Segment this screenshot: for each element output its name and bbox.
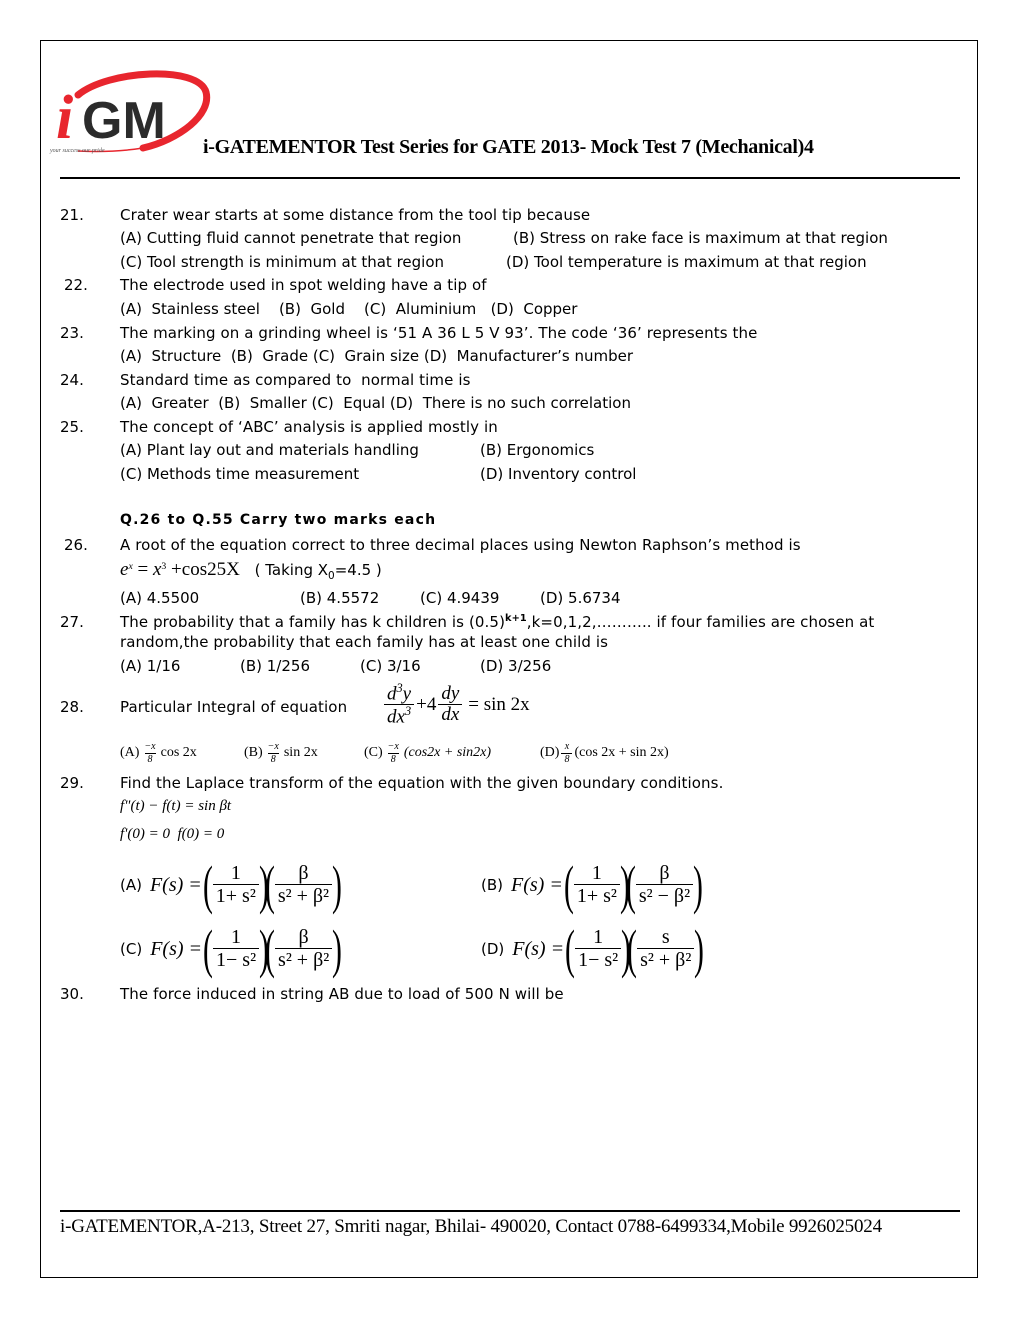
header-divider <box>60 177 960 179</box>
question-text: Standard time as compared to normal time… <box>120 371 471 389</box>
svg-text:GM: GM <box>82 92 166 150</box>
equation-2: f'(0) = 0 f(0) = 0 <box>120 826 225 842</box>
option-d: (D) 5.6734 <box>540 589 621 607</box>
equation-rest: +cos25X <box>166 559 240 580</box>
question-text: Particular Integral of equation <box>120 698 348 716</box>
option-c: (C) Tool strength is minimum at that reg… <box>120 253 445 271</box>
equation-line: ex = x3 +cos25X ( Taking X0=4.5 ) <box>120 559 382 582</box>
fraction-dy-dx: dy dx <box>438 684 463 726</box>
option-d: (D) Inventory control <box>480 465 637 483</box>
option-c: (C) 4.9439 <box>420 589 500 607</box>
page-border <box>40 40 978 1278</box>
option-b: (B) Ergonomics <box>480 441 595 459</box>
equation-x-exp: 3 <box>161 561 167 572</box>
footer-address: i-GATEMENTOR,A-213, Street 27, Smriti na… <box>60 1216 882 1237</box>
question-number: 28. <box>60 698 84 716</box>
option-a: (A) 4.5500 <box>120 589 200 607</box>
question-number: 30. <box>60 985 84 1003</box>
document-title: i-GATEMENTOR Test Series for GATE 2013- … <box>203 136 814 158</box>
question-number: 26. <box>64 536 88 554</box>
question-number: 29. <box>60 774 84 792</box>
question-text-start: The probability that a family has k chil… <box>120 613 506 631</box>
question-text-sup: k+1 <box>505 613 527 624</box>
logo-swoosh-icon: i GM your success our pride <box>49 70 211 154</box>
equation-eq: = <box>132 559 153 580</box>
question-number: 25. <box>60 418 84 436</box>
taking-sub: 0 <box>328 570 335 582</box>
equation-rhs: = sin 2x <box>468 694 530 716</box>
question-number: 24. <box>60 371 84 389</box>
option-a: (A) Plant lay out and materials handling <box>120 441 419 459</box>
options-line: (A) Structure (B) Grade (C) Grain size (… <box>120 347 634 365</box>
question-number: 22. <box>64 276 88 294</box>
question-number: 21. <box>60 206 84 224</box>
option-b: (B) Stress on rake face is maximum at th… <box>513 229 888 247</box>
question-text: The force induced in string AB due to lo… <box>120 985 564 1003</box>
equation-lhs-base: e <box>120 559 129 580</box>
option-a: (A) 1/16 <box>120 657 181 675</box>
option-a: (A) Cutting fluid cannot penetrate that … <box>120 229 462 247</box>
fraction-d3y-dx3: d3y dx3 <box>384 682 415 728</box>
question-text-line2: random,the probability that each family … <box>120 633 609 651</box>
option-d: (D) 3/256 <box>480 657 552 675</box>
equation-1: f"(t) − f(t) = sin βt <box>120 798 232 814</box>
question-number: 27. <box>60 613 84 631</box>
option-b: (B) 4.5572 <box>300 589 380 607</box>
question-text: The concept of ‘ABC’ analysis is applied… <box>120 418 498 436</box>
question-text: The electrode used in spot welding have … <box>120 276 487 294</box>
section-heading: Q.26 to Q.55 Carry two marks each <box>120 512 437 528</box>
footer-divider <box>60 1210 960 1212</box>
question-text: Find the Laplace transform of the equati… <box>120 774 724 792</box>
question-text-end: ,k=0,1,2,……….. if four families are chos… <box>526 613 875 631</box>
option-b: (B) 1/256 <box>240 657 310 675</box>
q28-equation: d3y dx3 +4 dy dx = sin 2x <box>382 682 530 728</box>
svg-text:your success our pride: your success our pride <box>49 148 105 154</box>
question-number: 23. <box>60 324 84 342</box>
option-c: (C) Methods time measurement <box>120 465 360 483</box>
taking-rest: =4.5 ) <box>334 561 382 579</box>
question-text: The marking on a grinding wheel is ‘51 A… <box>120 324 758 342</box>
option-c: (C) 3/16 <box>360 657 421 675</box>
taking-label: ( Taking X <box>254 561 329 579</box>
plus-four: +4 <box>416 694 437 716</box>
igm-logo: i GM your success our pride <box>48 70 213 158</box>
option-d: (D) Tool temperature is maximum at that … <box>506 253 867 271</box>
options-line: (A) Greater (B) Smaller (C) Equal (D) Th… <box>120 394 631 412</box>
equation-x: x <box>152 559 162 580</box>
question-text: A root of the equation correct to three … <box>120 536 801 554</box>
options-line: (A) Stainless steel (B) Gold (C) Alumini… <box>120 300 578 318</box>
svg-text:i: i <box>56 84 73 152</box>
question-text: The probability that a family has k chil… <box>120 613 874 631</box>
question-text: Crater wear starts at some distance from… <box>120 206 591 224</box>
equation-lhs-exp: x <box>128 561 133 572</box>
